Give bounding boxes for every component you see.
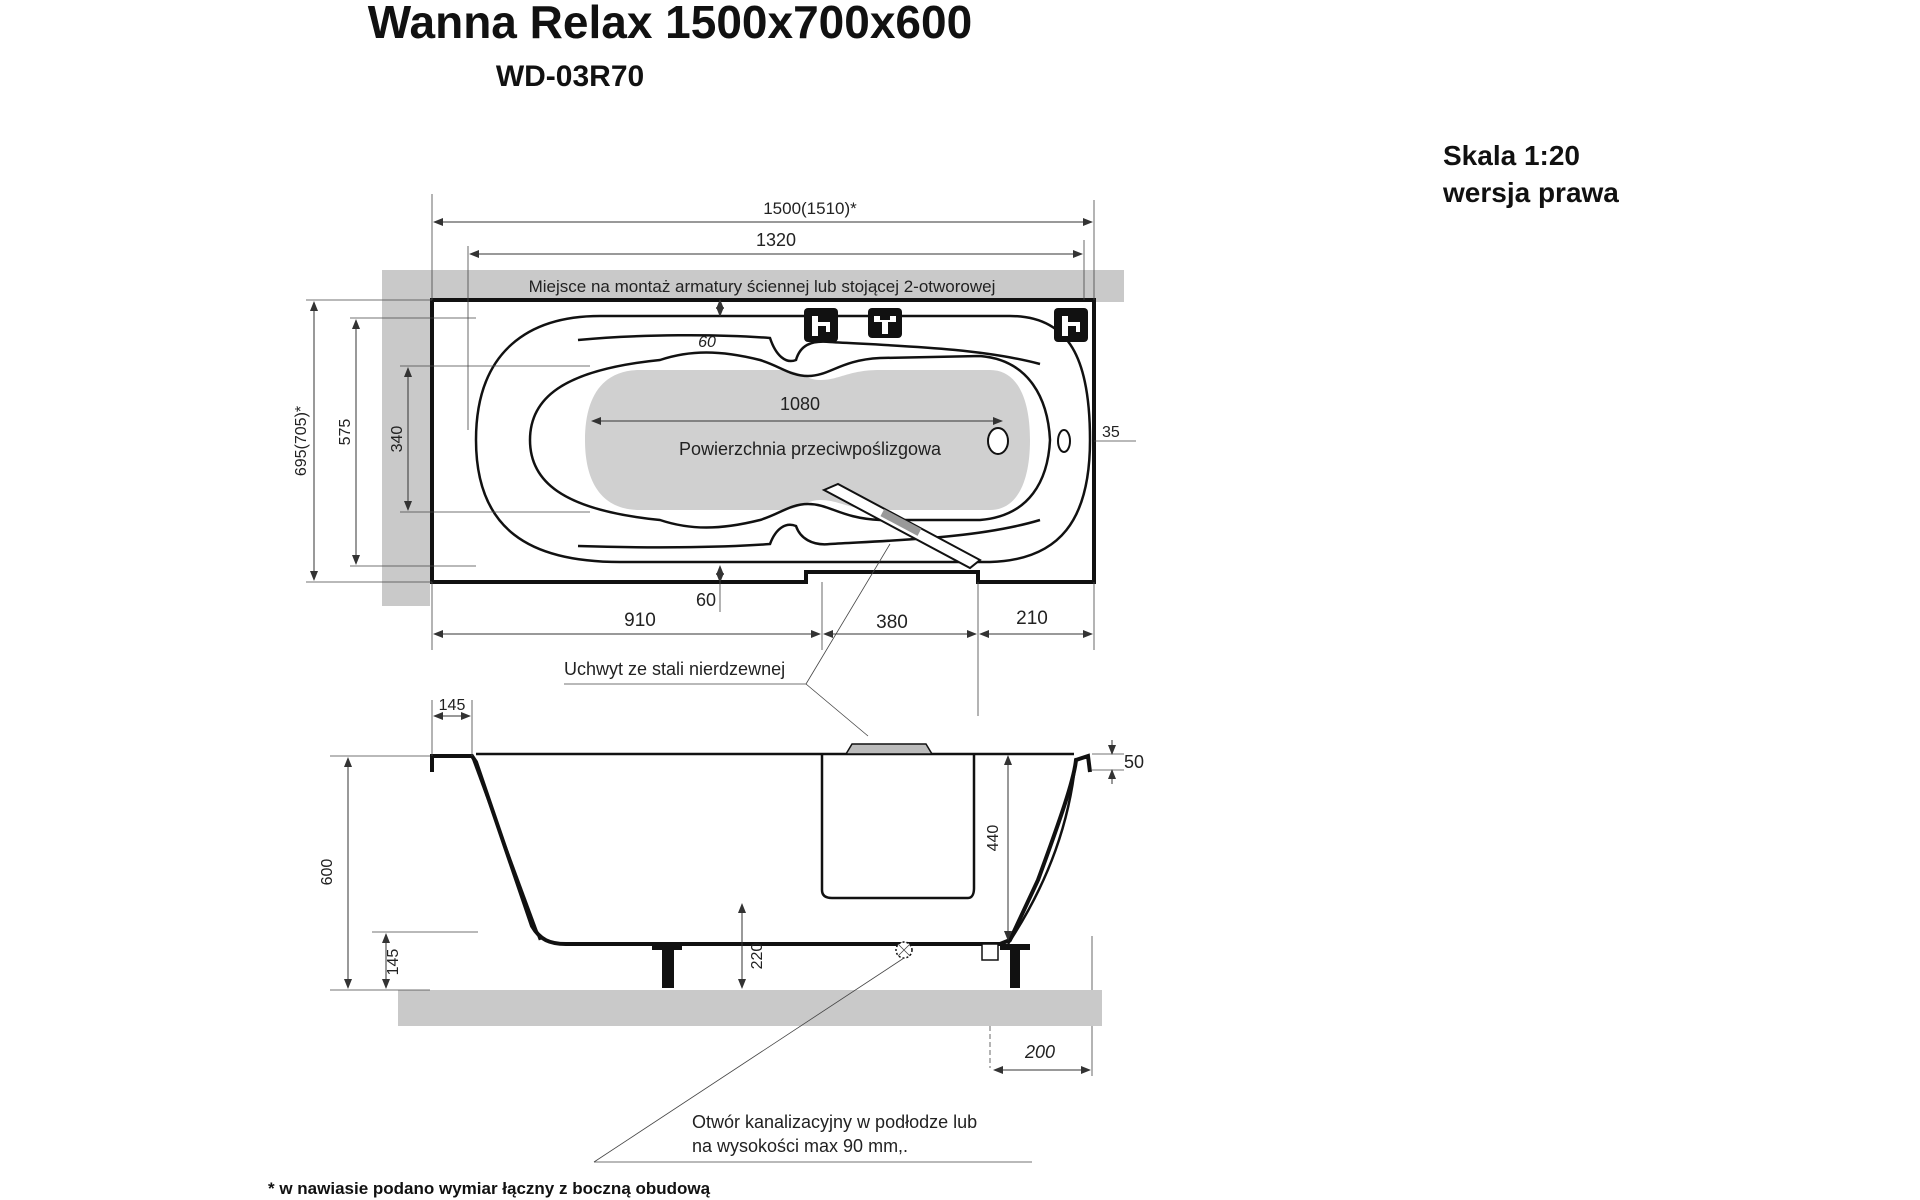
dim-left-offset: 145 <box>439 697 466 714</box>
dim-inner-length: 1320 <box>756 230 796 250</box>
basin-contour-bottom <box>577 518 1041 549</box>
floor <box>398 990 1102 1026</box>
seat-block <box>820 754 976 900</box>
dim-foot-height: 145 <box>385 949 402 976</box>
version-label: wersja prawa <box>1442 177 1619 208</box>
wall-strip-top <box>382 270 1124 302</box>
footnote: * w nawiasie podano wymiar łączny z bocz… <box>268 1179 711 1198</box>
tub-inner-wall-right <box>1006 757 1078 945</box>
wall-faucet-icon <box>804 308 838 342</box>
dim-drain-offset-top: 35 <box>1102 424 1120 441</box>
wall-faucet-icon <box>1054 308 1088 342</box>
mounting-note: Miejsce na montaż armatury ściennej lub … <box>529 277 996 296</box>
foot-left <box>652 944 682 988</box>
dim-rim-top: 60 <box>698 334 716 351</box>
handle-grip-top <box>880 509 922 536</box>
dim-total-length: 1500(1510)* <box>763 199 857 218</box>
dim-bottom-width: 340 <box>389 426 406 453</box>
page-title: Wanna Relax 1500x700x600 <box>368 0 972 48</box>
dim-mid-segment: 380 <box>876 612 908 633</box>
dim-inner-width: 575 <box>337 419 354 446</box>
drain-icon <box>987 427 1009 455</box>
dim-total-width: 695(705)* <box>293 406 310 476</box>
dim-drain-offset-side: 200 <box>1024 1042 1055 1062</box>
tub-outer-rim <box>430 298 1096 584</box>
drain-note-line1: Otwór kanalizacyjny w podłodze lub <box>692 1112 977 1132</box>
foot-right <box>981 943 1030 988</box>
basin-contour-top <box>577 333 1041 366</box>
dim-left-segment: 910 <box>624 610 656 631</box>
top-view: Miejsce na montaż armatury ściennej lub … <box>293 194 1136 716</box>
handle-callout: Uchwyt ze stali nierdzewnej <box>564 543 891 737</box>
handle-side-view <box>844 743 934 755</box>
overflow-icon <box>1057 429 1071 453</box>
dim-seat-height: 440 <box>985 825 1002 852</box>
scale-label: Skala 1:20 <box>1443 140 1580 171</box>
dim-bottom-height: 220 <box>749 943 766 970</box>
dim-total-height: 600 <box>319 859 336 886</box>
side-view: 145 50 600 145 440 220 200 Otwór kanali <box>319 697 1144 1163</box>
tub-inner-basin <box>474 314 1092 564</box>
antislip-surface <box>585 370 1030 510</box>
tub-inner-wall-left <box>470 755 542 941</box>
standing-faucet-icon <box>868 308 902 338</box>
dim-bottom-length: 1080 <box>780 394 820 414</box>
dim-rim-bottom: 60 <box>696 590 716 610</box>
model-number: WD-03R70 <box>496 60 644 93</box>
antislip-label: Powierzchnia przeciwpoślizgowa <box>679 439 942 459</box>
drain-note-line2: na wysokości max 90 mm,. <box>692 1136 908 1156</box>
handle-label: Uchwyt ze stali nierdzewnej <box>564 659 785 679</box>
dim-right-segment: 210 <box>1016 608 1048 629</box>
dim-rim-height: 50 <box>1124 752 1144 772</box>
